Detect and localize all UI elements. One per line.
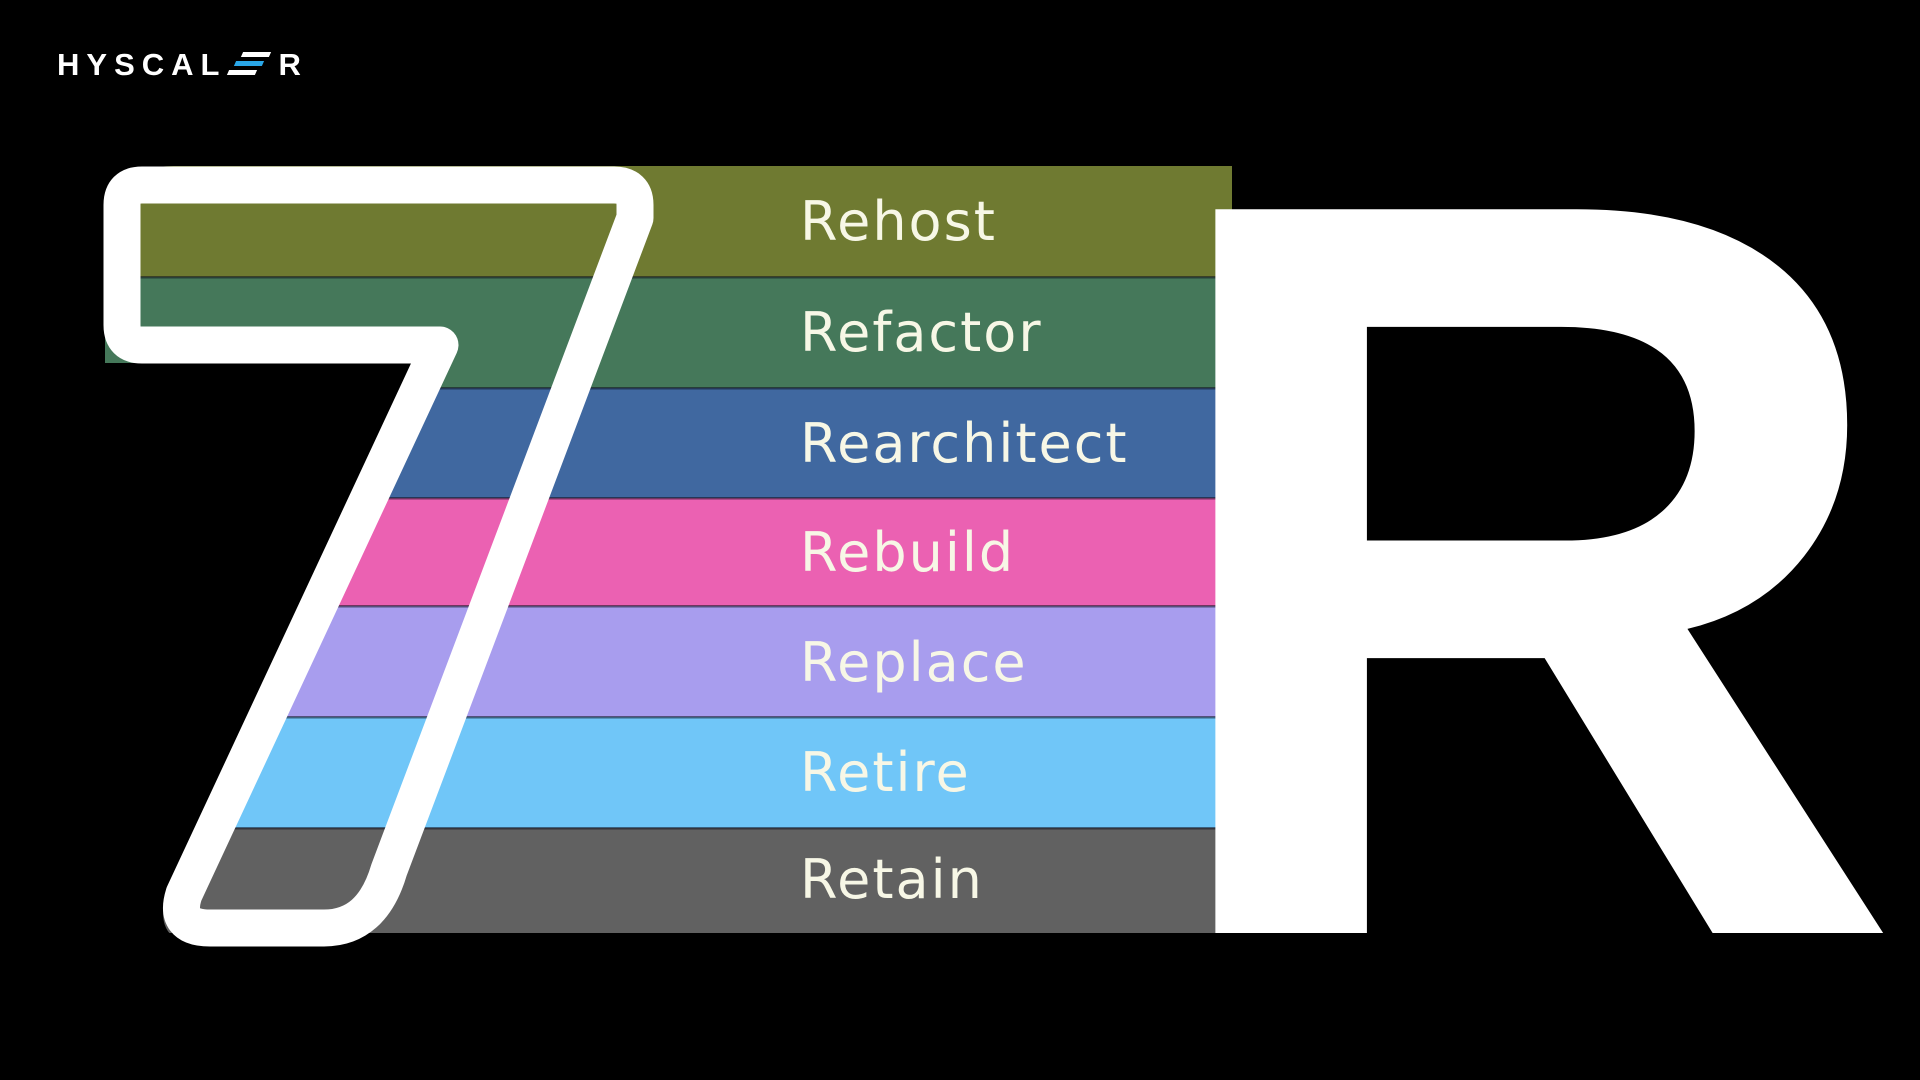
- band-rebuild: [105, 498, 1232, 607]
- band-label-retain: Retain: [800, 848, 984, 911]
- logo-text-before: HYSCAL: [57, 46, 227, 82]
- band-labels: Rehost Refactor Rearchitect Rebuild Repl…: [800, 190, 1129, 911]
- band-label-replace: Replace: [800, 631, 1028, 694]
- band-stack: Rehost Refactor Rearchitect Rebuild Repl…: [105, 166, 1232, 933]
- band-retire: [105, 717, 1232, 829]
- band-separators: [105, 276, 1232, 830]
- band-label-retire: Retire: [800, 741, 971, 804]
- big-letter-r: R: [1145, 0, 1905, 1080]
- band-label-refactor: Refactor: [800, 301, 1043, 364]
- band-label-rebuild: Rebuild: [800, 521, 1015, 584]
- hyscaler-logo: HYSCAL R: [57, 48, 308, 80]
- band-label-rearchitect: Rearchitect: [800, 412, 1129, 475]
- band-label-rehost: Rehost: [800, 190, 997, 253]
- logo-text-after: R: [278, 46, 308, 82]
- numeral-7-outline: [103, 166, 654, 947]
